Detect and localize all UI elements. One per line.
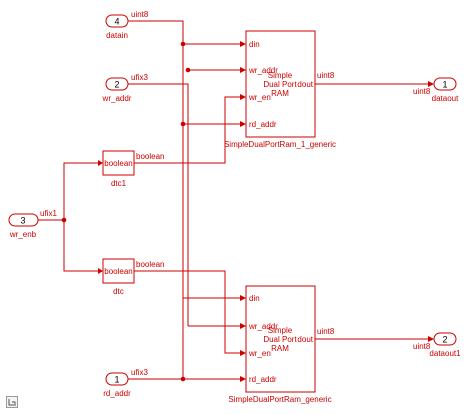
- signal-type-label: uint8: [413, 342, 431, 351]
- arrowhead: [240, 350, 246, 356]
- ram-title-line: Dual Port: [263, 80, 297, 89]
- ram-title-line: RAM: [271, 89, 289, 98]
- arrowhead: [98, 160, 103, 166]
- inport-wr-addr[interactable]: 2 wr_addr: [102, 77, 132, 103]
- ram-title-line: Simple: [268, 326, 293, 335]
- inport-number: 4: [114, 17, 119, 27]
- signal-labels: uint8 ufix3 ufix1 boolean boolean ufix3 …: [40, 10, 431, 377]
- converter-label: dtc: [113, 287, 124, 296]
- signal-type-label: ufix3: [131, 368, 148, 377]
- ram-port-din: din: [249, 294, 260, 303]
- signal-type-label: boolean: [136, 152, 164, 161]
- arrowhead: [240, 94, 246, 100]
- ram-port-rd-addr: rd_addr: [249, 120, 277, 129]
- signal-type-label: boolean: [136, 260, 164, 269]
- signal-type-label: ufix1: [40, 209, 57, 218]
- arrowhead: [240, 41, 246, 47]
- ram-port-dout: dout: [297, 335, 313, 344]
- arrowhead: [98, 268, 103, 274]
- ram-port-wr-addr: wr_addr: [248, 66, 278, 75]
- arrowheads: [98, 41, 434, 382]
- wire-dtc1-wr-en[interactable]: [134, 96, 240, 164]
- signal-wires: [38, 20, 428, 380]
- inport-number: 2: [114, 80, 119, 90]
- ram-title-line: Dual Port: [263, 335, 297, 344]
- arrowhead: [428, 336, 434, 342]
- ram-port-wr-addr: wr_addr: [248, 322, 278, 331]
- inport-label: wr_addr: [102, 94, 132, 103]
- outport-label: dataout: [432, 94, 459, 103]
- signal-type-label: uint8: [317, 327, 335, 336]
- inport-number: 3: [20, 216, 25, 226]
- ram-port-rd-addr: rd_addr: [249, 375, 277, 384]
- inport-rd-addr[interactable]: 1 rd_addr: [103, 372, 131, 398]
- branch-points: [61, 41, 191, 382]
- wire-dtc-wr-en[interactable]: [134, 270, 240, 354]
- ram-title-line: Simple: [268, 71, 293, 80]
- branch-point: [180, 41, 186, 47]
- inport-label: rd_addr: [103, 389, 131, 398]
- converter-dtc1[interactable]: boolean dtc1: [102, 150, 135, 188]
- outport-number: 1: [442, 80, 447, 90]
- inport-number: 1: [114, 375, 119, 385]
- arrowhead: [240, 295, 246, 301]
- outport-number: 2: [442, 335, 447, 345]
- inport-label: wr_enb: [9, 230, 37, 239]
- ram-title-line: RAM: [271, 344, 289, 353]
- inport-datain[interactable]: 4 datain: [105, 14, 129, 40]
- ram-block-label: SimpleDualPortRam_1_generic: [224, 140, 336, 149]
- inport-wr-enb[interactable]: 3 wr_enb: [8, 213, 39, 239]
- arrowhead: [240, 121, 246, 127]
- branch-point: [180, 121, 186, 127]
- ram-block-1[interactable]: din wr_addr wr_en rd_addr dout Simple Du…: [224, 30, 336, 149]
- branch-point: [180, 376, 186, 382]
- wire-wr-enb-dtc[interactable]: [63, 220, 98, 272]
- signal-type-label: ufix3: [131, 73, 148, 82]
- arrowhead: [428, 81, 434, 87]
- converter-text: boolean: [104, 267, 132, 276]
- converter-label: dtc1: [111, 179, 127, 188]
- ram-port-dout: dout: [297, 80, 313, 89]
- signal-type-label: uint8: [413, 87, 431, 96]
- arrowhead: [240, 376, 246, 382]
- outport-dataout1[interactable]: 2 dataout1: [429, 332, 461, 358]
- outport-label: dataout1: [429, 349, 461, 358]
- arrowhead: [240, 323, 246, 329]
- outport-dataout[interactable]: 1 dataout: [432, 77, 459, 103]
- expand-icon[interactable]: [6, 396, 18, 408]
- inport-label: datain: [106, 31, 128, 40]
- branch-point: [185, 67, 191, 73]
- signal-type-label: uint8: [131, 10, 149, 19]
- arrowhead: [240, 67, 246, 73]
- ram-port-wr-en: wr_en: [248, 349, 271, 358]
- converter-dtc[interactable]: boolean dtc: [102, 258, 135, 296]
- ram-block-2[interactable]: din wr_addr wr_en rd_addr dout Simple Du…: [228, 285, 332, 404]
- wire-wr-addr[interactable]: [128, 83, 189, 326]
- converter-text: boolean: [104, 159, 132, 168]
- ram-block-label: SimpleDualPortRam_generic: [228, 395, 331, 404]
- branch-point: [61, 217, 67, 223]
- ram-port-wr-en: wr_en: [248, 93, 271, 102]
- ram-port-din: din: [249, 40, 260, 49]
- wire-wr-enb-dtc1[interactable]: [63, 162, 98, 220]
- signal-type-label: uint8: [317, 71, 335, 80]
